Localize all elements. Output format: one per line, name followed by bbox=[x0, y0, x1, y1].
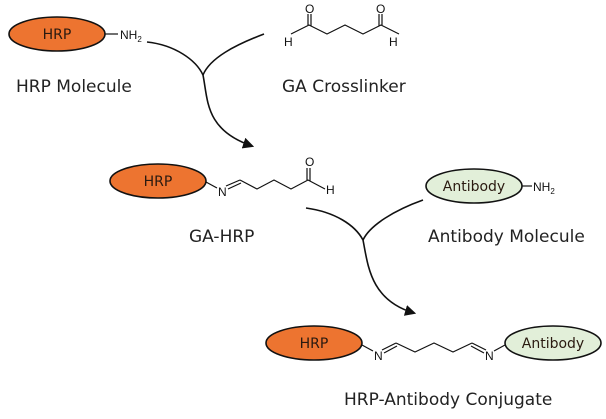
arrow-1-from-hrp bbox=[146, 41, 204, 76]
conjugate-imine-right bbox=[471, 342, 487, 351]
ga-chain bbox=[290, 24, 400, 35]
hrp-molecule-caption: HRP Molecule bbox=[16, 77, 132, 97]
conjugate-imine-right-double bbox=[470, 345, 485, 354]
reaction-arrow-2 bbox=[305, 199, 424, 316]
arrow-1-main bbox=[202, 74, 255, 149]
ga-hrp-oval-label: HRP bbox=[144, 174, 173, 190]
ga-hrp-atom-o: O bbox=[305, 155, 314, 169]
imine-double bbox=[227, 182, 242, 190]
conjugate-hrp-label: HRP bbox=[300, 336, 329, 352]
conjugate-left-bond bbox=[361, 344, 374, 352]
conjugate: HRP N N Antibody HRP-Antibody Conjugate bbox=[265, 325, 602, 410]
antibody-molecule: Antibody NH2 Antibody Molecule bbox=[425, 168, 585, 247]
conjugate-imine-left-double bbox=[383, 345, 398, 354]
conjugate-caption: HRP-Antibody Conjugate bbox=[344, 390, 552, 410]
conjugate-atom-n-left: N bbox=[374, 349, 383, 363]
arrow-2-main bbox=[362, 239, 417, 316]
arrow-2-from-antibody bbox=[362, 199, 424, 241]
conjugate-chain bbox=[395, 342, 473, 353]
ga-atom-o-left: O bbox=[305, 2, 314, 16]
hrp-molecule: HRP NH2 HRP Molecule bbox=[8, 16, 142, 97]
ga-atom-o-right: O bbox=[376, 2, 385, 16]
reaction-arrow-1 bbox=[146, 33, 265, 149]
conjugate-antibody-label: Antibody bbox=[522, 336, 584, 352]
ga-crosslinker: O O H H GA Crosslinker bbox=[282, 2, 406, 97]
antibody-oval-label: Antibody bbox=[443, 179, 505, 195]
amine-group: NH2 bbox=[120, 28, 142, 44]
hrp-oval-label: HRP bbox=[43, 27, 72, 43]
ga-hrp: HRP N O H GA-HRP bbox=[109, 155, 335, 247]
conjugate-antibody-oval bbox=[504, 325, 602, 361]
conjugate-right-bond bbox=[493, 344, 506, 352]
arrow-2-from-ga-hrp bbox=[305, 207, 364, 241]
arrow-1-from-ga bbox=[202, 33, 265, 76]
imine-bond bbox=[225, 179, 241, 187]
ga-hrp-caption: GA-HRP bbox=[189, 227, 254, 247]
ga-crosslinker-caption: GA Crosslinker bbox=[282, 77, 406, 97]
ga-hrp-atom-h: H bbox=[326, 183, 335, 197]
conjugate-atom-n-right: N bbox=[485, 349, 494, 363]
ga-hrp-atom-n: N bbox=[218, 185, 227, 199]
ga-atom-h-right: H bbox=[389, 35, 398, 49]
ga-hrp-linker-bond bbox=[205, 181, 218, 189]
ga-hrp-chain bbox=[239, 179, 326, 190]
ga-atom-h-left: H bbox=[284, 35, 293, 49]
ga-hrp-oval bbox=[109, 163, 207, 199]
conjugate-imine-left bbox=[381, 342, 397, 351]
antibody-molecule-caption: Antibody Molecule bbox=[428, 227, 585, 247]
antibody-amine-group: NH2 bbox=[533, 180, 555, 196]
conjugate-hrp-oval bbox=[265, 325, 363, 361]
